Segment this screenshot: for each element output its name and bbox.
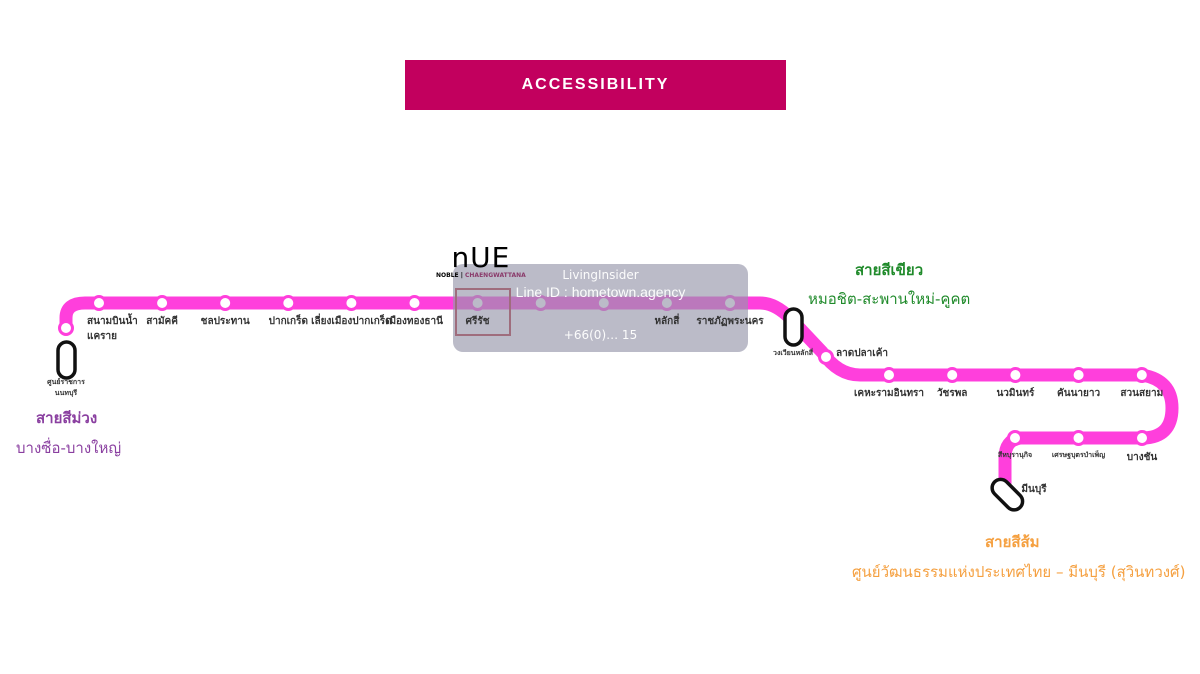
interchange-wong-wian-lak-si bbox=[783, 307, 804, 347]
station-dot bbox=[1070, 367, 1087, 383]
station-label: เลี่ยงเมืองปากเกร็ด bbox=[311, 316, 392, 327]
noble-logo: nUE NOBLE | CHAENGWATTANA bbox=[436, 241, 526, 280]
station-label: ลาดปลาเค้า bbox=[835, 348, 889, 359]
station-label: สนามบินน้ำ แคราย bbox=[87, 316, 138, 342]
station-dot bbox=[818, 349, 834, 365]
station-dot bbox=[1070, 430, 1087, 446]
station-label: ราชภัฏพระนคร bbox=[696, 316, 764, 327]
accessibility-header: ACCESSIBILITY bbox=[405, 60, 786, 110]
station-label: เคหะรามอินทรา bbox=[853, 388, 925, 399]
station-dot bbox=[1134, 430, 1150, 446]
station-dot bbox=[1133, 367, 1150, 383]
station-label: คันนายาว bbox=[1057, 388, 1101, 399]
station-label: สวนสยาม bbox=[1120, 388, 1164, 399]
station-label: เศรษฐบุตรบำเพ็ญ bbox=[1051, 451, 1106, 459]
station-dot bbox=[91, 295, 107, 311]
green-line-route: หมอชิต-สะพานใหม่-คูคต bbox=[808, 290, 971, 308]
station-dot bbox=[406, 295, 423, 311]
station-label: บางชัน bbox=[1126, 452, 1158, 463]
station-label: วงเวียนหลักสี่ bbox=[773, 349, 813, 357]
station-dot bbox=[154, 295, 171, 311]
station-label: ชลประทาน bbox=[200, 316, 250, 327]
station-label: วัชรพล bbox=[936, 388, 968, 399]
station-label: สีหบุรานุกิจ bbox=[997, 451, 1033, 459]
terminal-nonthaburi bbox=[56, 340, 77, 380]
station-label: หลักสี่ bbox=[654, 316, 680, 327]
station-label: สามัคคี bbox=[146, 316, 178, 327]
station-label: นวมินทร์ bbox=[996, 388, 1035, 399]
station-dot bbox=[343, 295, 360, 311]
station-dot bbox=[1007, 367, 1024, 383]
purple-line-title: สายสีม่วง bbox=[36, 409, 98, 427]
station-dot bbox=[280, 295, 297, 311]
watermark-overlay: LivingInsider Line ID : hometown.agency … bbox=[453, 264, 748, 352]
station-label: เมืองทองธานี bbox=[386, 316, 443, 327]
orange-line-route: ศูนย์วัฒนธรรมแห่งประเทศไทย – มีนบุรี (สุ… bbox=[852, 563, 1186, 581]
station-label: ศูนย์ราชการ นนทบุรี bbox=[47, 378, 85, 397]
green-line-title: สายสีเขียว bbox=[855, 261, 924, 279]
terminal-min-buri bbox=[990, 477, 1025, 512]
station-label: มีนบุรี bbox=[1021, 484, 1047, 495]
station-dot bbox=[217, 295, 234, 311]
purple-line-route: บางซื่อ-บางใหญ่ bbox=[16, 439, 122, 457]
station-dot bbox=[58, 320, 74, 336]
station-dot bbox=[1007, 430, 1023, 446]
station-dot bbox=[944, 367, 961, 383]
station-dot bbox=[881, 367, 897, 383]
orange-line-title: สายสีส้ม bbox=[985, 533, 1040, 551]
station-label: ศรีรัช bbox=[465, 316, 490, 327]
station-label: ปากเกร็ด bbox=[268, 316, 308, 327]
